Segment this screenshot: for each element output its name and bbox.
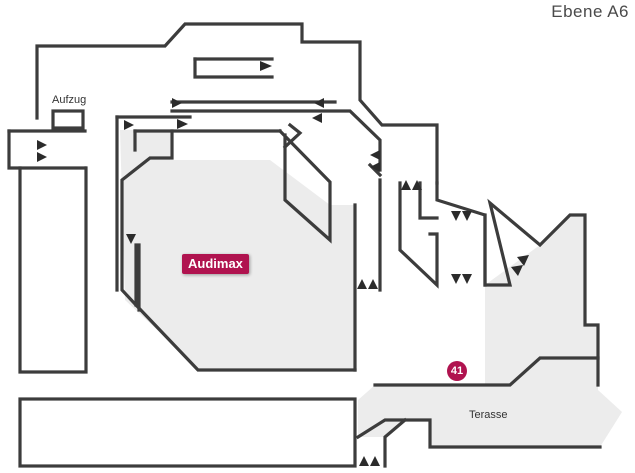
- triangle-arrow-icon: [312, 113, 322, 123]
- east-corridor-area: [485, 215, 598, 385]
- audimax-area: [120, 130, 355, 370]
- direction-arrows: [37, 61, 529, 466]
- triangle-arrow-icon: [370, 456, 380, 466]
- triangle-arrow-icon: [357, 279, 367, 289]
- triangle-arrow-icon: [412, 180, 422, 190]
- triangle-arrow-icon: [37, 152, 47, 162]
- triangle-arrow-icon: [126, 234, 136, 244]
- elevator-label: Aufzug: [52, 94, 87, 106]
- triangle-arrow-icon: [451, 211, 461, 221]
- triangle-arrow-icon: [177, 119, 188, 129]
- triangle-arrow-icon: [517, 255, 529, 266]
- triangle-arrow-icon: [37, 140, 47, 150]
- triangle-arrow-icon: [368, 279, 378, 289]
- floor-level-label: Ebene A6: [551, 2, 629, 21]
- triangle-arrow-icon: [401, 180, 411, 190]
- audimax-room-badge[interactable]: Audimax: [182, 254, 249, 274]
- terrace-area: [358, 358, 622, 447]
- room-number-marker[interactable]: 41: [447, 361, 467, 381]
- triangle-arrow-icon: [124, 120, 134, 130]
- triangle-arrow-icon: [451, 274, 461, 284]
- triangle-arrow-icon: [359, 456, 369, 466]
- terrace-label: Terasse: [469, 409, 508, 421]
- triangle-arrow-icon: [172, 98, 182, 108]
- triangle-arrow-icon: [370, 162, 380, 172]
- triangle-arrow-icon: [370, 150, 380, 160]
- triangle-arrow-icon: [260, 61, 272, 71]
- triangle-arrow-icon: [462, 274, 472, 284]
- triangle-arrow-icon: [511, 265, 523, 276]
- triangle-arrow-icon: [314, 98, 324, 108]
- triangle-arrow-icon: [462, 211, 472, 221]
